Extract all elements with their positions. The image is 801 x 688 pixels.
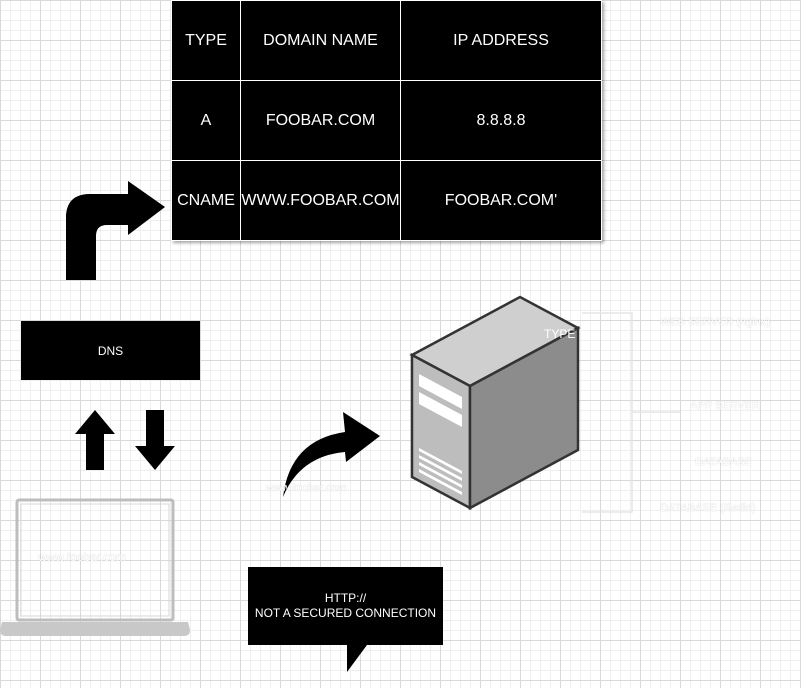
- laptop-icon: [0, 498, 190, 636]
- cell-ip: FOOBAR.COM': [400, 160, 602, 241]
- table-row: CNAME WWW.FOOBAR.COM FOOBAR.COM': [171, 160, 602, 241]
- cell-type: CNAME: [171, 160, 241, 241]
- layer-bracket: [582, 312, 680, 513]
- dns-label: DNS: [97, 343, 124, 358]
- dns-box: DNS: [21, 321, 200, 380]
- up-arrow-icon: [75, 410, 115, 470]
- callout-line-2: NOT A SECURED CONNECTION: [254, 606, 437, 620]
- laptop-screen-text: www.foobar.com: [38, 550, 127, 564]
- cell-domain: FOOBAR.COM: [240, 80, 401, 161]
- header-type: TYPE: [171, 0, 241, 81]
- layer-label: APP SERVER: [690, 400, 760, 412]
- table-row: A FOOBAR.COM 8.8.8.8: [171, 80, 602, 161]
- server-label: TYPE: [544, 327, 576, 341]
- layer-label: DATABASE: [695, 456, 753, 468]
- cell-domain: WWW.FOOBAR.COM: [240, 160, 401, 241]
- callout-bubble: [248, 567, 443, 672]
- curved-arrow-icon: [283, 412, 380, 497]
- header-ip-address: IP ADDRESS: [400, 0, 602, 81]
- layer-label: WEB SERVER (nginx): [660, 316, 770, 328]
- layer-label: DATABASE (Redis): [660, 502, 756, 514]
- dns-records-table: TYPE DOMAIN NAME IP ADDRESS A FOOBAR.COM…: [171, 0, 602, 241]
- header-domain-name: DOMAIN NAME: [240, 0, 401, 81]
- callout-text: HTTP:// NOT A SECURED CONNECTION: [248, 567, 443, 645]
- down-arrow-icon: [135, 410, 175, 470]
- arrow-label: www.foobar.com: [266, 482, 347, 494]
- server-icon: [409, 295, 581, 511]
- callout-line-1: HTTP://: [324, 591, 367, 605]
- table-header-row: TYPE DOMAIN NAME IP ADDRESS: [171, 0, 602, 81]
- bent-arrow-shaft: [66, 194, 128, 280]
